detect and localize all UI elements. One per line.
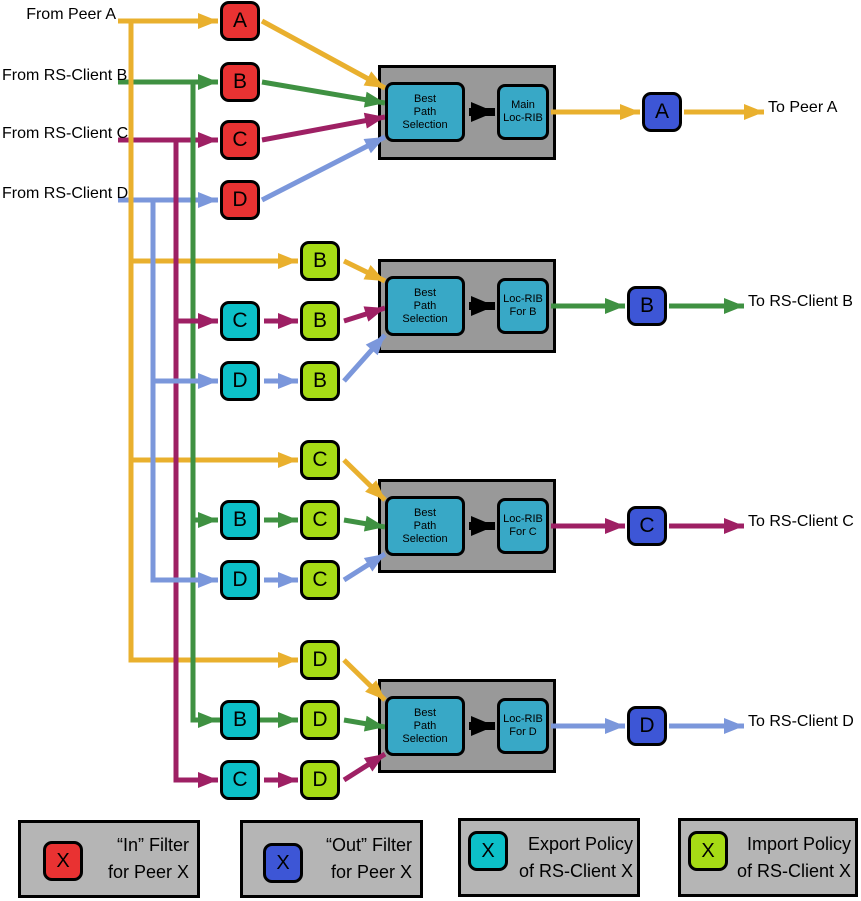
client-d-trunk-line (150, 200, 218, 588)
legend-export-policy-swatch: X (468, 831, 508, 871)
dest-label-client-c: To RS-Client C (748, 513, 854, 530)
group-b-row2-to-bps-arrow (343, 305, 386, 324)
group-d-row1-to-bps-arrow (342, 658, 387, 702)
in-filter-c-box: C (220, 120, 260, 160)
import-policy-b-row3-box: B (300, 361, 340, 401)
group-d-row2-to-bps-arrow (343, 715, 386, 732)
group-c-row3-to-bps-arrow (342, 551, 387, 583)
import-policy-d-row1-box: D (300, 640, 340, 680)
export-policy-c2-box: C (220, 760, 260, 800)
source-label-peer-a: From Peer A (26, 6, 116, 23)
in-filter-b-box: B (220, 62, 260, 102)
filter-c-to-main-bps-arrow (261, 112, 386, 143)
dest-label-client-b: To RS-Client B (748, 293, 853, 310)
export-policy-b2-box: B (220, 700, 260, 740)
in-filter-d-box: D (220, 180, 260, 220)
group-d-row3-to-bps-arrow (342, 751, 387, 783)
out-filter-c-box: C (627, 506, 667, 546)
dest-label-client-d: To RS-Client D (748, 713, 854, 730)
group-b-row3-to-bps-arrow (342, 333, 387, 383)
out-filter-b-box: B (627, 286, 667, 326)
import-policy-b-row1-box: B (300, 241, 340, 281)
filter-b-to-main-bps-arrow (261, 79, 386, 108)
import-policy-c-row3-box: C (300, 560, 340, 600)
client-c-trunk-line (173, 140, 218, 788)
dest-label-peer-a: To Peer A (768, 99, 838, 116)
legend-in-filter-swatch: X (43, 841, 83, 881)
import-policy-c-row1-box: C (300, 440, 340, 480)
in-filter-a-box: A (220, 1, 260, 41)
group-c-row2-to-bps-arrow (343, 515, 386, 532)
import-policy-d-row2-box: D (300, 700, 340, 740)
client-b-trunk-line (190, 82, 218, 728)
out-filter-a-box: A (642, 92, 682, 132)
import-policy-c-row2-box: C (300, 500, 340, 540)
import-policy-b-row2-box: B (300, 301, 340, 341)
export-policy-d-box: D (220, 361, 260, 401)
legend-import-policy-swatch: X (688, 831, 728, 871)
source-label-client-d: From RS-Client D (2, 185, 129, 202)
source-label-client-b: From RS-Client B (2, 67, 128, 84)
group-c-row1-to-bps-arrow (342, 458, 387, 502)
filter-a-to-main-bps-arrow (260, 18, 387, 91)
peer-a-trunk-line (128, 21, 298, 668)
export-policy-d2-box: D (220, 560, 260, 600)
export-policy-c-box: C (220, 301, 260, 341)
legend-out-filter-swatch: X (263, 843, 303, 883)
filter-d-to-main-bps-arrow (260, 134, 387, 203)
group-b-row1-to-bps-arrow (342, 258, 387, 284)
out-filter-d-box: D (627, 706, 667, 746)
import-policy-d-row3-box: D (300, 760, 340, 800)
source-label-client-c: From RS-Client C (2, 125, 129, 142)
export-policy-b-box: B (220, 500, 260, 540)
